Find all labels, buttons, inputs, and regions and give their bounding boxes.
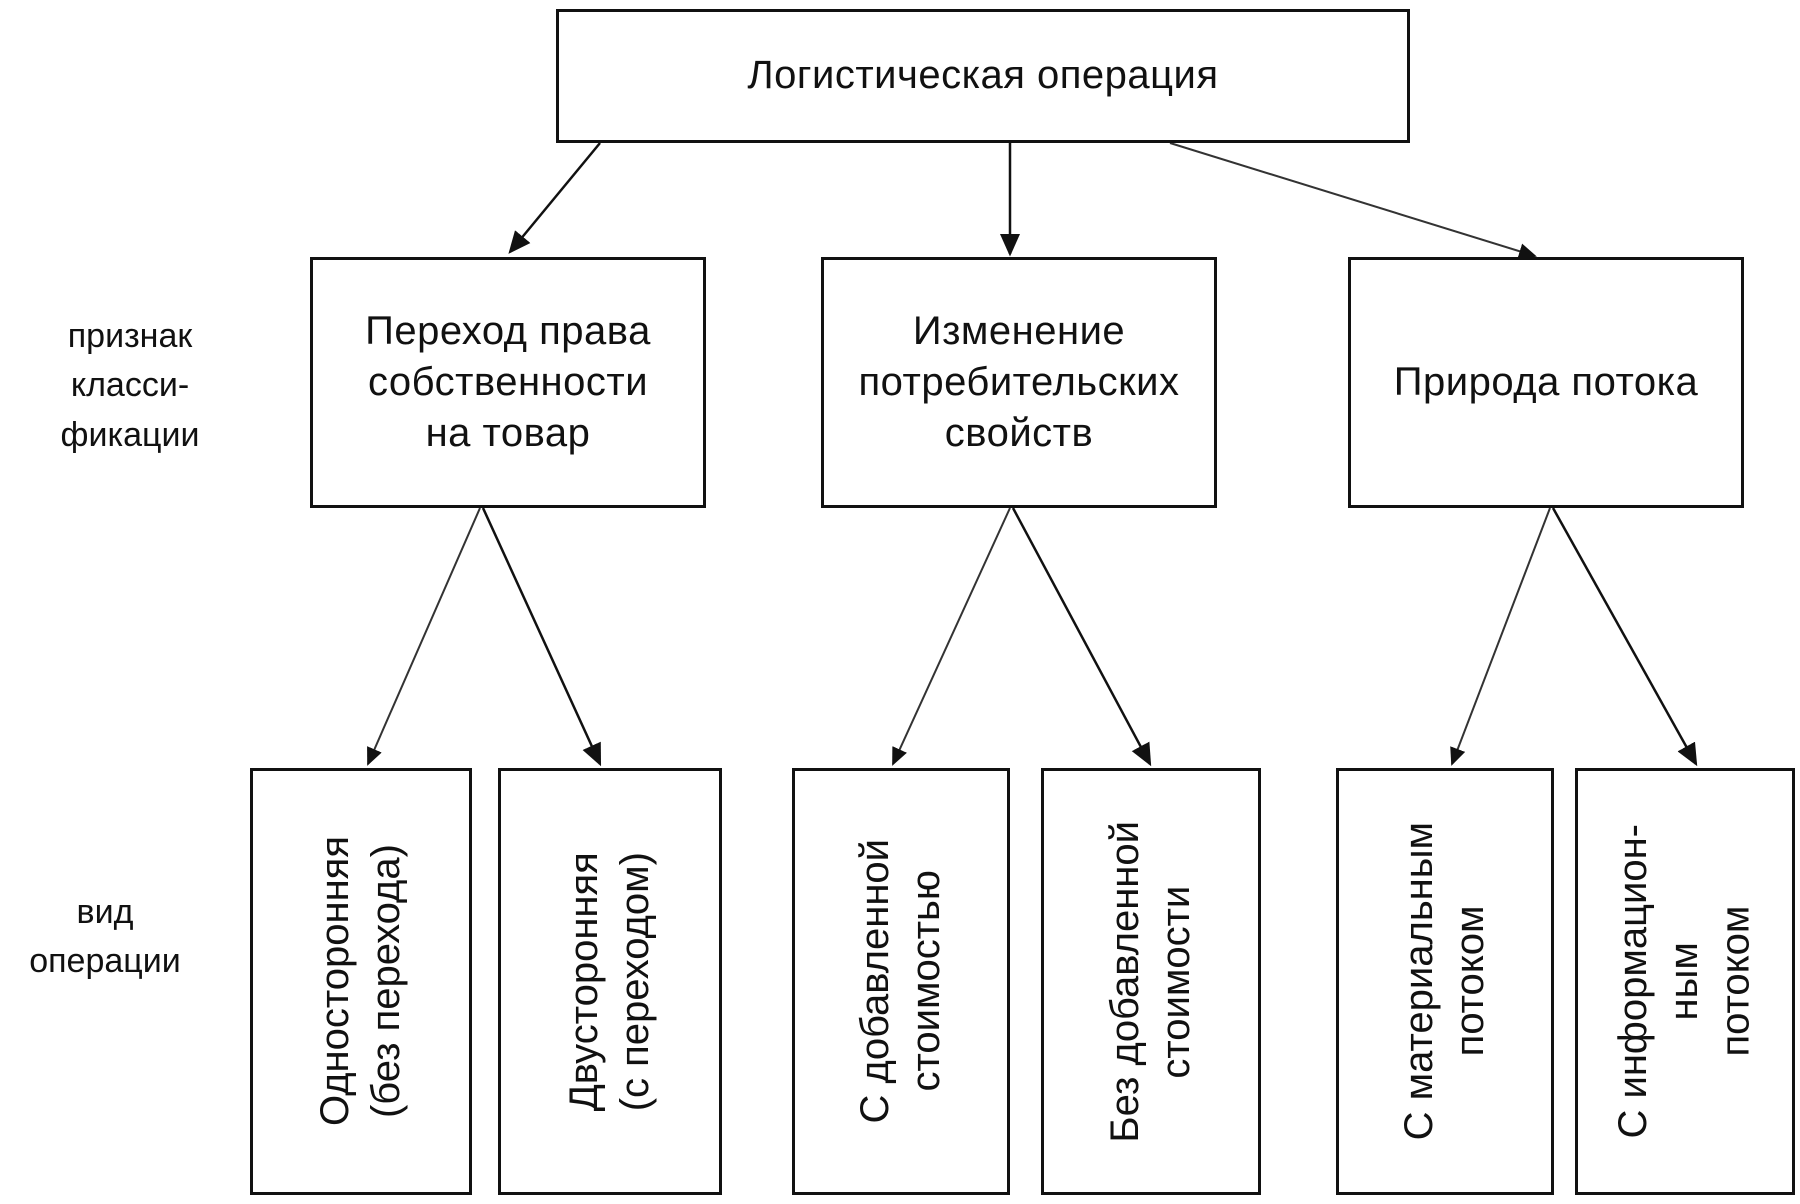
criterion-label: Переход права собственности на товар: [365, 308, 651, 456]
type-label: Без добавленной стоимости: [1102, 820, 1198, 1143]
type-box-material-flow: С материальным потоком: [1336, 768, 1554, 1195]
criterion-label: Изменение потребительских свойств: [858, 308, 1180, 456]
criterion-box-flow-nature: Природа потока: [1348, 257, 1744, 508]
type-box-two-sided: Двусторонняя (с переходом): [498, 768, 722, 1195]
arrow-root-to-criterion-1: [508, 142, 601, 254]
type-label: С добавленной стоимостью: [852, 839, 948, 1124]
type-box-one-sided: Односторонняя (без перехода): [250, 768, 472, 1195]
arrow-root-to-criterion-3: [1169, 142, 1537, 259]
root-box: Логистическая операция: [556, 9, 1410, 143]
side-label-operation-type: вид операции: [29, 893, 181, 981]
type-label: С информацион- ным потоком: [1611, 824, 1758, 1139]
type-label: Двусторонняя (с переходом): [561, 851, 657, 1112]
type-box-no-value-added: Без добавленной стоимости: [1041, 768, 1261, 1195]
type-label: С материальным потоком: [1396, 822, 1492, 1141]
arrow-criterion-1-to-type-2: [481, 507, 602, 767]
arrow-criterion-2-to-type-2: [1011, 507, 1152, 767]
arrow-criterion-2-to-type-1: [892, 507, 1011, 766]
root-label: Логистическая операция: [747, 53, 1219, 98]
side-label-classification: признак класси- фикации: [60, 317, 200, 454]
type-box-information-flow: С информацион- ным потоком: [1575, 768, 1795, 1195]
arrow-criterion-3-to-type-1: [1450, 507, 1551, 766]
arrow-criterion-3-to-type-2: [1551, 507, 1698, 767]
arrow-criterion-1-to-type-1: [367, 507, 481, 766]
type-label: Односторонняя (без перехода): [312, 836, 408, 1127]
type-box-value-added: С добавленной стоимостью: [792, 768, 1010, 1195]
criterion-label: Природа потока: [1393, 359, 1699, 404]
criterion-box-consumer-properties: Изменение потребительских свойств: [821, 257, 1217, 508]
criterion-box-ownership-transfer: Переход права собственности на товар: [310, 257, 706, 508]
